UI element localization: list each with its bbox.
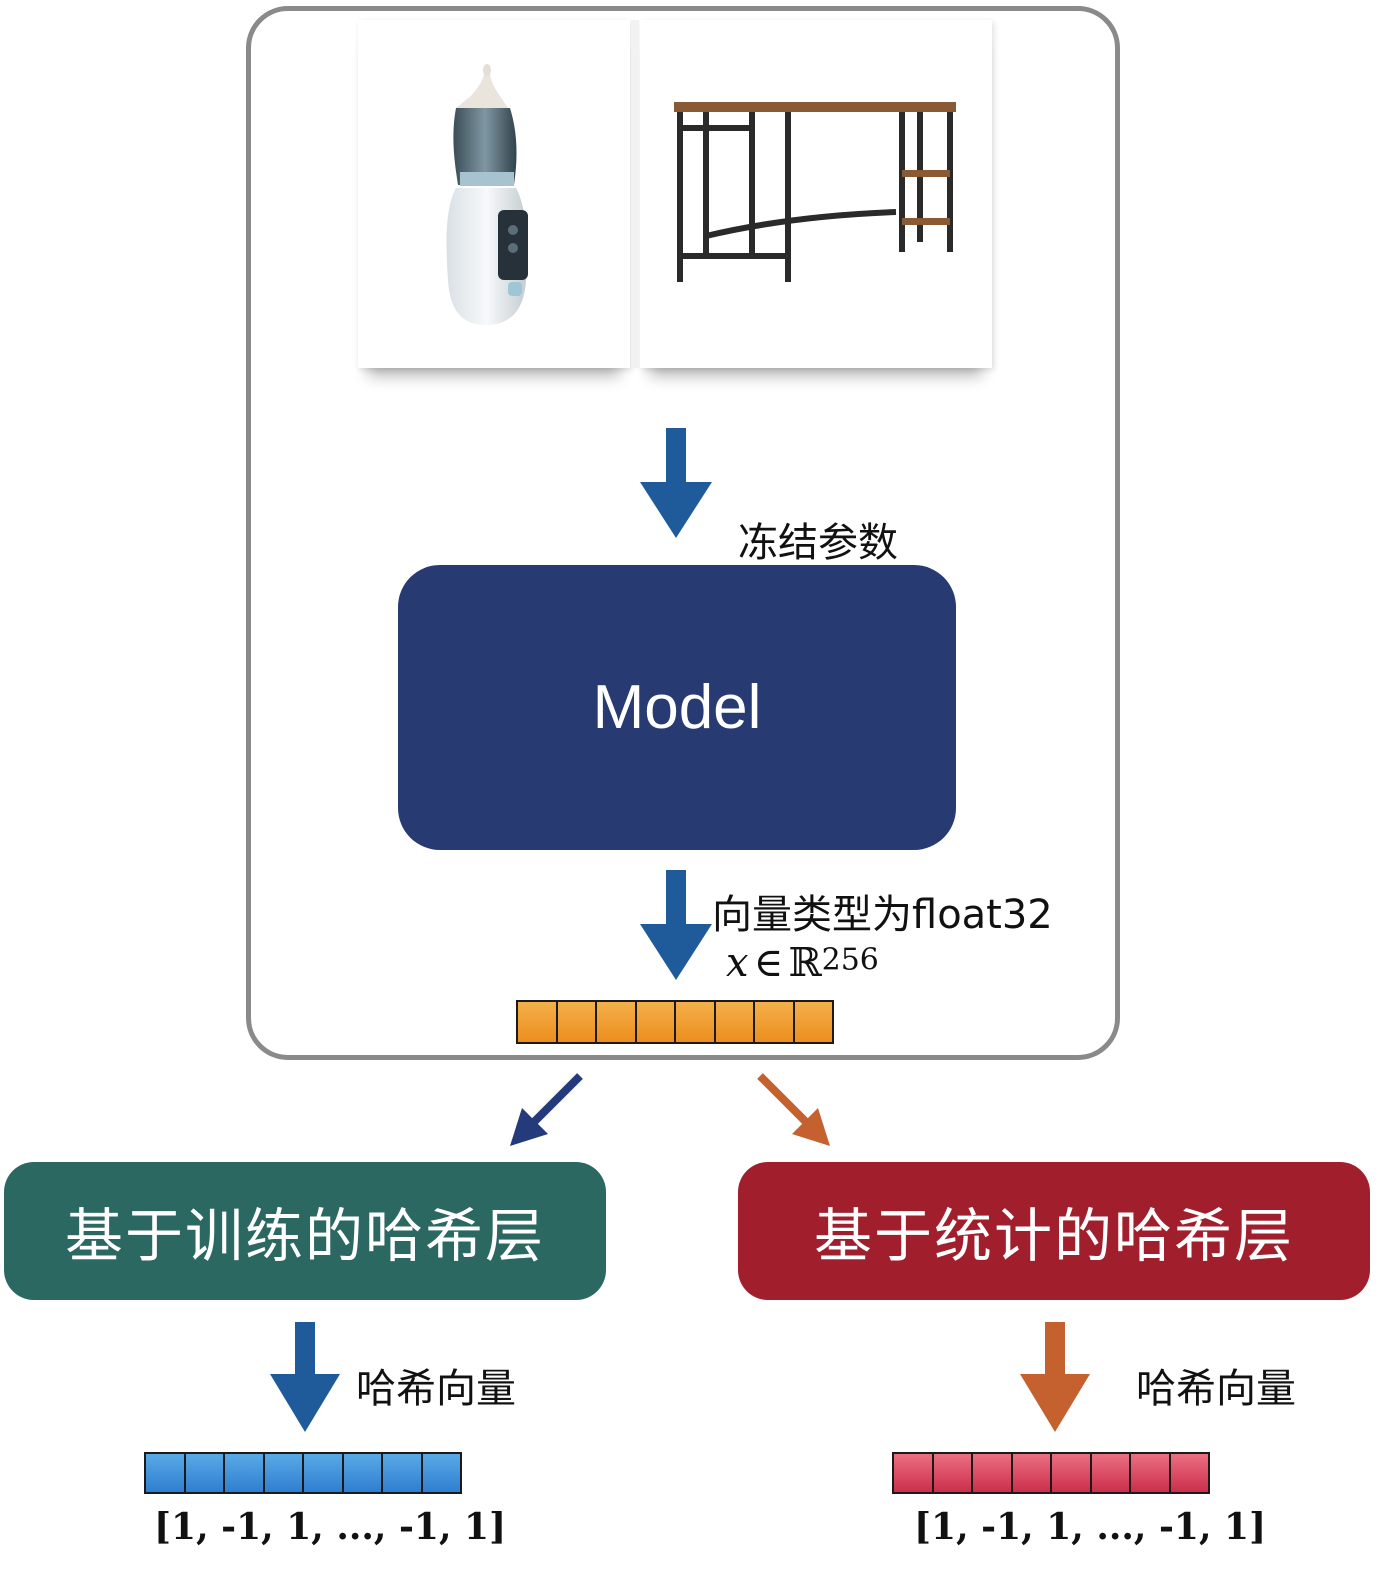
arrow-down-left-icon — [510, 1073, 583, 1146]
embedding-cell — [557, 1002, 597, 1042]
embedding-math: x ∈ ℝ256 — [726, 940, 879, 986]
photo-divider — [631, 20, 639, 368]
hash-cell — [1091, 1454, 1131, 1492]
embedding-cell — [676, 1002, 716, 1042]
vector-type-label: 向量类型为float32 — [712, 892, 1053, 938]
hash-cell — [185, 1454, 225, 1492]
model-block: Model — [398, 565, 956, 850]
nasal-aspirator-photo — [358, 20, 630, 368]
trained-hash-layer-label: 基于训练的哈希层 — [64, 1202, 545, 1270]
math-dim: 256 — [821, 942, 879, 978]
embedding-cell — [597, 1002, 637, 1042]
hash-cell — [225, 1454, 265, 1492]
embedding-cell — [636, 1002, 676, 1042]
hash-cell — [933, 1454, 973, 1492]
desk-image — [674, 102, 956, 282]
hash-cell — [1131, 1454, 1171, 1492]
hash-cell — [383, 1454, 423, 1492]
hash-vector-label-left: 哈希向量 — [356, 1366, 516, 1412]
statistical-hash-layer-label: 基于统计的哈希层 — [813, 1202, 1294, 1270]
trained-hash-layer: 基于训练的哈希层 — [4, 1162, 606, 1300]
statistical-hash-layer: 基于统计的哈希层 — [738, 1162, 1370, 1300]
desk-photo — [640, 20, 992, 368]
embedding-cell — [794, 1002, 832, 1042]
hash-cell — [146, 1454, 186, 1492]
hash-cell — [264, 1454, 304, 1492]
hash-cell — [1052, 1454, 1092, 1492]
embedding-cell — [715, 1002, 755, 1042]
hash-cell — [894, 1454, 934, 1492]
hash-vector-values-left: [1, -1, 1, ..., -1, 1] — [154, 1506, 507, 1548]
math-x: x — [726, 940, 749, 986]
hash-vector-left — [144, 1452, 462, 1494]
hash-cell — [422, 1454, 460, 1492]
arrow-down-icon — [640, 870, 712, 980]
frozen-params-label: 冻结参数 — [738, 520, 898, 566]
hash-vector-right — [892, 1452, 1210, 1494]
hash-cell — [304, 1454, 344, 1492]
hash-cell — [1170, 1454, 1208, 1492]
embedding-cell — [518, 1002, 558, 1042]
arrow-down-icon — [1020, 1322, 1090, 1432]
hash-cell — [1012, 1454, 1052, 1492]
embedding-cell — [755, 1002, 795, 1042]
math-reals: ℝ — [788, 940, 822, 986]
hash-cell — [973, 1454, 1013, 1492]
model-label: Model — [592, 673, 762, 742]
hash-vector-label-right: 哈希向量 — [1136, 1366, 1296, 1412]
hash-vector-values-right: [1, -1, 1, ..., -1, 1] — [914, 1506, 1267, 1548]
arrow-down-right-icon — [757, 1073, 830, 1146]
arrow-down-icon — [640, 428, 712, 538]
embedding-vector — [516, 1000, 834, 1044]
math-in: ∈ — [753, 940, 784, 986]
hash-cell — [343, 1454, 383, 1492]
nasal-aspirator-image — [446, 64, 528, 325]
arrow-down-icon — [270, 1322, 340, 1432]
